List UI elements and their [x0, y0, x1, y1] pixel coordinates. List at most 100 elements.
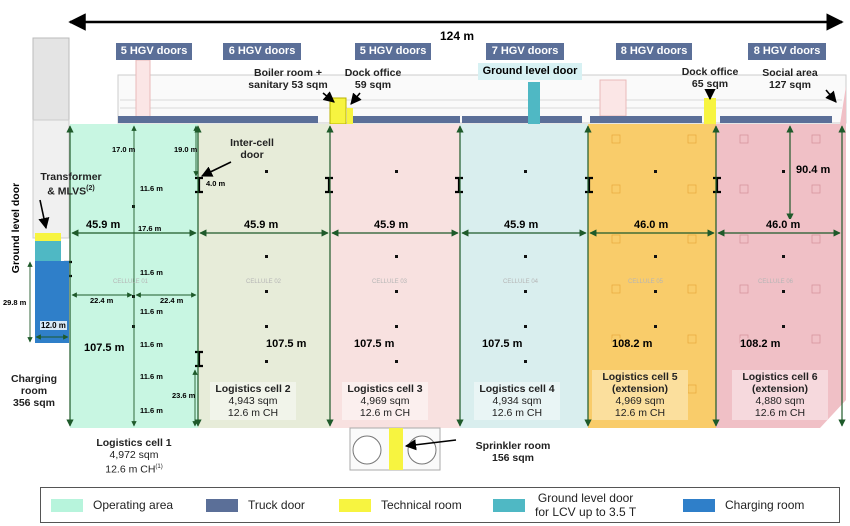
ground-level-door-side-teal [35, 241, 61, 261]
length-cell-4: 107.5 m [482, 338, 523, 350]
dock-office-2-label: Dock office 65 sqm [681, 66, 739, 90]
cell-1-label: Logistics cell 1 4,972 sqm 12.6 m CH(1) [84, 437, 184, 476]
dim-12-0: 12.0 m [40, 321, 67, 330]
truck-door-row-1 [118, 116, 318, 123]
length-cell-5: 108.2 m [612, 338, 653, 350]
cell-6-name: Logistics cell 6 [742, 371, 818, 383]
dim-11-6-a: 11.6 m [140, 184, 163, 193]
cell-5-area: 4,969 sqm [615, 395, 665, 407]
width-cell-1: 45.9 m [86, 219, 121, 231]
length-cell-6: 108.2 m [740, 338, 781, 350]
cell-4-label: Logistics cell 4 4,934 sqm 12.6 m CH [474, 382, 560, 420]
svg-text:CELLULE 02: CELLULE 02 [246, 279, 282, 285]
cell-watermarks: CELLULE 01 CELLULE 02 CELLULE 03 CELLULE… [113, 279, 794, 285]
legend-swatch-technical-room [339, 498, 371, 512]
dock-office-1 [347, 108, 353, 124]
overall-width-label: 124 m [440, 29, 475, 43]
cell-1-area: 4,972 sqm [109, 449, 159, 461]
legend-label-truck-door: Truck door [248, 498, 305, 512]
dim-23-6: 23.6 m [172, 391, 196, 400]
width-cell-3: 45.9 m [374, 219, 409, 231]
dim-11-6-f: 11.6 m [140, 406, 163, 415]
cell-4-ch: 12.6 m CH [491, 407, 543, 419]
legend-item-ground-level-door: Ground level door for LCV up to 3.5 T [493, 488, 636, 522]
truck-door-row-2 [350, 116, 460, 123]
dock-office-zone-b [599, 79, 627, 117]
cell-3-area: 4,969 sqm [360, 395, 410, 407]
cell-1-ch: 12.6 m CH(1) [84, 461, 184, 476]
hgv-doors-label-1: 5 HGV doors [116, 43, 192, 60]
cell-4 [460, 124, 588, 428]
dim-19-0: 19.0 m [174, 145, 198, 154]
cell-4-name: Logistics cell 4 [479, 383, 555, 395]
width-cell-5: 46.0 m [634, 219, 669, 231]
dock-strip-hatch [120, 99, 842, 109]
cell-2-label: Logistics cell 2 4,943 sqm 12.6 m CH [210, 382, 296, 420]
legend-swatch-ground-level-door [493, 498, 525, 512]
cell-6-sub: (extension) [751, 383, 808, 395]
cell-5-label: Logistics cell 5 (extension) 4,969 sqm 1… [592, 370, 688, 420]
dim-17-0: 17.0 m [112, 145, 136, 154]
svg-text:CELLULE 01: CELLULE 01 [113, 279, 149, 285]
cell-4-area: 4,934 sqm [492, 395, 542, 407]
svg-text:CELLULE 05: CELLULE 05 [628, 279, 664, 285]
hgv-doors-label-4: 7 HGV doors [486, 43, 564, 60]
dock-office-zone-a [135, 59, 151, 119]
sprinkler-room [389, 428, 403, 470]
cell-2-area: 4,943 sqm [228, 395, 278, 407]
legend: Operating area Truck door Technical room… [40, 487, 840, 523]
hgv-doors-label-5: 8 HGV doors [616, 43, 692, 60]
cell-1-name: Logistics cell 1 [96, 437, 172, 449]
dim-22-4-left: 22.4 m [90, 296, 114, 305]
cell-2-ch: 12.6 m CH [227, 407, 279, 419]
hgv-doors-label-6: 8 HGV doors [748, 43, 826, 60]
legend-swatch-truck-door [206, 498, 238, 512]
hgv-doors-label-3: 5 HGV doors [355, 43, 431, 60]
dock-office-2 [704, 98, 716, 124]
inter-cell-door-label: Inter-cell door [230, 137, 274, 161]
sprinkler-room-label: Sprinkler room 156 sqm [475, 440, 551, 464]
cell-3-ch: 12.6 m CH [359, 407, 411, 419]
leader-arrows [38, 88, 837, 451]
cell-6-label: Logistics cell 6 (extension) 4,880 sqm 1… [732, 370, 828, 420]
legend-item-operating-area: Operating area [51, 488, 173, 522]
legend-label-ground-level-door: Ground level door for LCV up to 3.5 T [535, 491, 637, 519]
boiler-room [329, 97, 347, 125]
legend-swatch-charging-room [683, 498, 715, 512]
neighbor-building [32, 37, 70, 129]
sprinkler-tank-1 [352, 435, 382, 465]
cell-2-name: Logistics cell 2 [215, 383, 291, 395]
cell-1-ch-text: 12.6 m CH [105, 463, 156, 476]
width-cell-2: 45.9 m [244, 219, 279, 231]
cell-6-ch: 12.6 m CH [754, 407, 806, 419]
dock-office-1-label: Dock office 59 sqm [344, 67, 402, 91]
charging-room [35, 261, 69, 343]
legend-item-technical-room: Technical room [339, 488, 462, 522]
hgv-doors-label-2: 6 HGV doors [223, 43, 301, 60]
cell-2 [198, 124, 330, 428]
truck-door-row-4 [590, 116, 702, 123]
legend-item-truck-door: Truck door [206, 488, 305, 522]
svg-text:CELLULE 04: CELLULE 04 [503, 279, 539, 285]
svg-text:CELLULE 03: CELLULE 03 [372, 279, 408, 285]
dim-11-6-e: 11.6 m [140, 372, 163, 381]
transformer-footnote: (2) [86, 185, 95, 192]
dim-90-4: 90.4 m [796, 164, 831, 176]
dim-22-4-right: 22.4 m [160, 296, 184, 305]
dim-11-6-d: 11.6 m [140, 340, 163, 349]
transformer-text: Transformer & MLVS [40, 171, 102, 198]
ground-level-door-label: Ground level door [478, 63, 582, 80]
dim-17-6: 17.6 m [138, 224, 162, 233]
sprinkler-tank-2 [407, 435, 437, 465]
ground-level-door-side [35, 233, 61, 241]
legend-swatch-operating-area [51, 498, 83, 512]
width-cell-4: 45.9 m [504, 219, 539, 231]
svg-text:CELLULE 06: CELLULE 06 [758, 279, 794, 285]
charging-room-label: Charging room 356 sqm [10, 373, 58, 409]
legend-item-charging-room: Charging room [683, 488, 804, 522]
cell-3-name: Logistics cell 3 [347, 383, 423, 395]
cell-5-ch: 12.6 m CH [614, 407, 666, 419]
transformer-label: Transformer & MLVS(2) [26, 171, 116, 198]
social-area-label: Social area 127 sqm [762, 67, 818, 91]
truck-door-row-3 [462, 116, 582, 123]
